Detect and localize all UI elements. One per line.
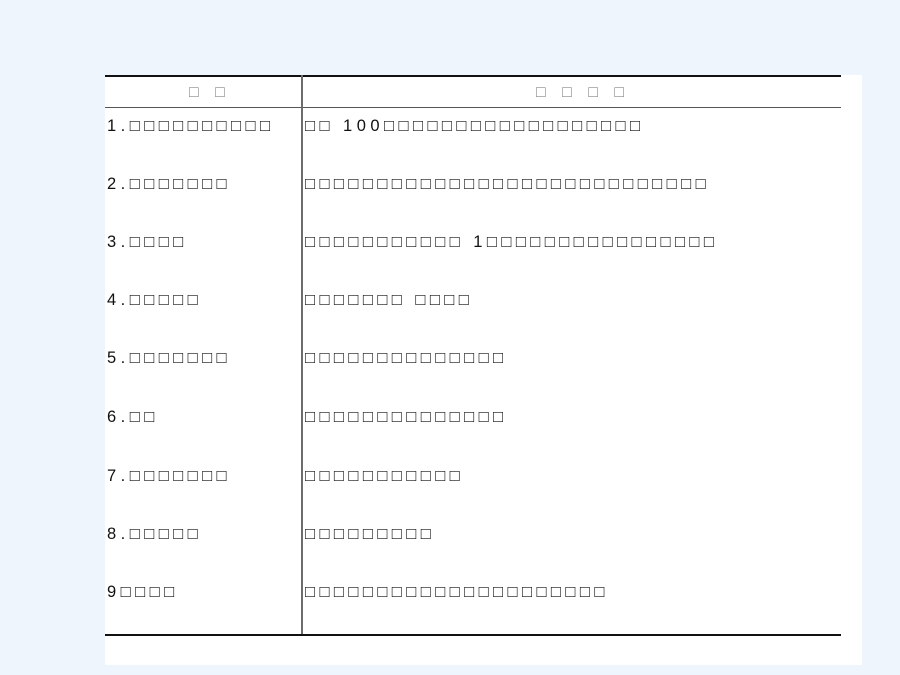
row-content: □□□□□□□□□□□ [305, 467, 465, 485]
row-item-label: 6.□□ [107, 408, 159, 426]
table-row: 6.□□ □□□□□□□□□□□□□□ [105, 403, 841, 461]
row-content: □□□□□□□□□ [305, 525, 436, 543]
row-item-label: 4.□□□□□ [107, 291, 203, 309]
row-item-label: 2.□□□□□□□ [107, 175, 232, 193]
row-content: □□□□□□□□□□□□□□ [305, 349, 508, 367]
row-item-label: 5.□□□□□□□ [107, 349, 232, 367]
table-row: 3.□□□□ □□□□□□□□□□□ 1□□□□□□□□□□□□□□□□ [105, 228, 841, 286]
table-row: 9□□□□ □□□□□□□□□□□□□□□□□□□□□ [105, 578, 841, 636]
table-header-rule [105, 107, 841, 108]
table-bottom-rule [105, 634, 841, 636]
row-item-label: 9□□□□ [107, 583, 179, 601]
row-item-label: 1.□□□□□□□□□□ [107, 117, 275, 135]
column-header-content: □ □ □ □ [536, 84, 630, 101]
row-content: □□□□□□□□□□□□□□□□□□□□□ [305, 583, 609, 601]
row-content: □□□□□□□□□□□□□□ [305, 408, 508, 426]
row-item-label: 8.□□□□□ [107, 525, 203, 543]
row-content: □□□□□□□ □□□□ [305, 291, 474, 309]
table-row: 8.□□□□□ □□□□□□□□□ [105, 520, 841, 578]
table-top-rule [105, 75, 841, 77]
table-row: 5.□□□□□□□ □□□□□□□□□□□□□□ [105, 344, 841, 402]
column-header-item: □ □ [189, 84, 231, 101]
row-content: □□□□□□□□□□□ 1□□□□□□□□□□□□□□□□ [305, 233, 719, 251]
document-page: □ □ □ □ □ □ 1.□□□□□□□□□□ □□ 100□□□□□□□□□… [105, 75, 862, 665]
table-row: 1.□□□□□□□□□□ □□ 100□□□□□□□□□□□□□□□□□□ [105, 112, 841, 170]
row-item-label: 3.□□□□ [107, 233, 188, 251]
row-content: □□ 100□□□□□□□□□□□□□□□□□□ [305, 117, 645, 135]
table-row: 2.□□□□□□□ □□□□□□□□□□□□□□□□□□□□□□□□□□□□ [105, 170, 841, 228]
table-row: 4.□□□□□ □□□□□□□ □□□□ [105, 286, 841, 344]
table-row: 7.□□□□□□□ □□□□□□□□□□□ [105, 462, 841, 520]
column-divider [301, 75, 303, 636]
row-content: □□□□□□□□□□□□□□□□□□□□□□□□□□□□ [305, 175, 711, 193]
row-item-label: 7.□□□□□□□ [107, 467, 232, 485]
